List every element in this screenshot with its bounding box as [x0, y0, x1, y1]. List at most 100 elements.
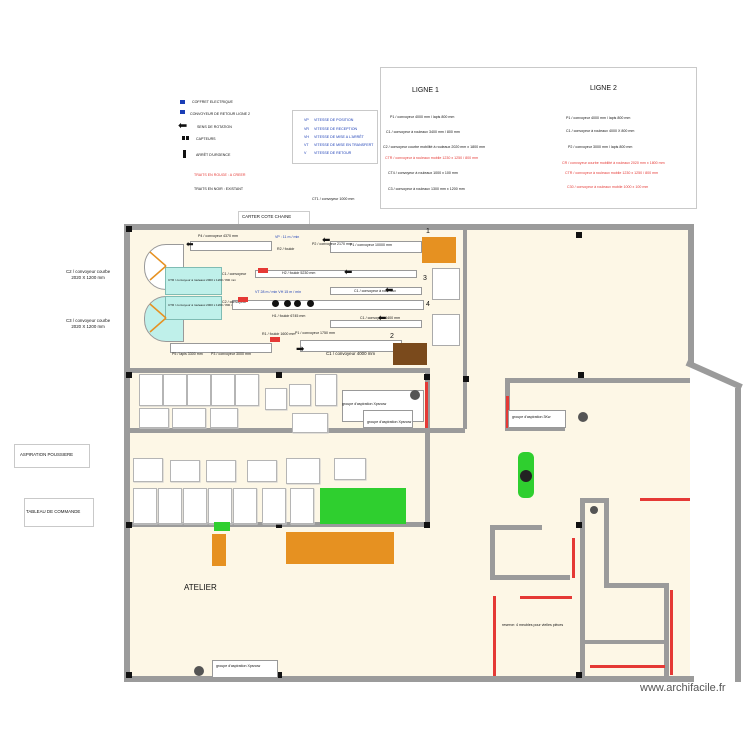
ligne2-item: C1 / convoyeur à rouleaux 4000 X 800 mm: [566, 129, 635, 133]
workbench: [235, 374, 259, 406]
arrow-left-icon: ⬅: [322, 235, 331, 246]
new-wall: [520, 596, 572, 599]
line-number: 2: [390, 333, 394, 340]
conveyor-h1: [232, 300, 424, 310]
new-wall: [640, 498, 690, 501]
ligne1-item: P1 / convoyeur 4000 mm / lapis 800 mm: [390, 115, 455, 119]
conveyor-h2: [255, 270, 417, 278]
wall-production-bottom: [129, 368, 429, 373]
vehicle-wheel: [520, 470, 532, 482]
wall-lower-office: [490, 575, 570, 580]
abbrev-label: VITESSE DE RETOUR: [314, 151, 352, 155]
wall-storage: [580, 640, 668, 644]
ligne2-item: C30 / convoyeur à rouleaux mobile 1000 x…: [567, 185, 649, 189]
green-small-block: [214, 522, 230, 531]
wall-office-horizontal: [580, 498, 608, 503]
pillar: [126, 226, 132, 232]
sensor-icon: [284, 300, 291, 307]
p4-label: P4 / convoyeur 4370 mm: [198, 234, 238, 238]
workbench: [292, 413, 328, 433]
outer-wall-bottom: [124, 676, 694, 682]
aspiration-box: [14, 444, 90, 468]
legend-item-label: SENS DE ROTATION: [197, 125, 232, 129]
groupe1-label: groupe d'aspiration Xpsnow: [342, 402, 387, 406]
conveyor-c1-mid: [330, 287, 422, 295]
pillar: [276, 372, 282, 378]
outer-wall-left: [124, 224, 130, 680]
vp-speed-label: VP : 11 m / min: [275, 235, 300, 239]
r2-label: R2 / fouloir: [277, 247, 295, 251]
abbrev-code: VR: [304, 127, 309, 131]
pillar: [276, 522, 282, 528]
teal-roller-area-1: [165, 267, 222, 295]
aspiration-unit: [508, 410, 566, 428]
pillar: [424, 374, 430, 380]
new-wall: [506, 396, 509, 428]
wall-diag-office-2: [490, 527, 495, 577]
emergency-stop-icon: [183, 150, 186, 158]
p1-bottom-label: P1 / convoyeur 1750 mm: [295, 331, 335, 335]
h2-label: H2 / fouloir 5230 mm: [282, 271, 316, 275]
sensor-icon: [186, 136, 189, 140]
wall-office-right-vert: [604, 498, 609, 588]
wall-vertical-right: [463, 229, 467, 429]
reserve-label: reserve: 4 meubles pour vielles pièces: [502, 623, 564, 627]
legend-red-note: TRAITS EN ROUGE : A CREER: [194, 173, 246, 177]
new-wall: [425, 382, 428, 428]
ligne2-item: CTR / convoyeur à rouleaux mobile 1230 x…: [565, 171, 659, 175]
workbench: [289, 384, 311, 406]
workbench: [158, 488, 182, 524]
pillar: [578, 372, 584, 378]
watermark: www.archifacile.fr: [640, 682, 726, 694]
workbench: [139, 408, 169, 428]
pallet-rack-3: [432, 268, 460, 300]
sensor-icon: [182, 136, 185, 140]
legend-item-label: CAPTEURS: [196, 137, 216, 141]
workbench: [139, 374, 163, 406]
red-box: [238, 297, 248, 302]
aspiration-fan-icon: [194, 666, 204, 676]
red-box: [258, 268, 268, 273]
c1-mid-label: C1 / convoyeur à rouleaux: [354, 289, 396, 293]
aspiration-fan-icon: [410, 390, 420, 400]
p5-label: P5 / lapis 3300 mm: [172, 352, 203, 356]
c1-bottom-label: C1 / convoyeur 4000 mm: [326, 351, 376, 356]
legend-black-note: TRAITS EN NOIR : EXISTANT: [194, 187, 244, 191]
ligne2-item: CR / convoyeur courbe mobilité à rouleau…: [562, 161, 665, 165]
electric-box-icon: [180, 100, 185, 104]
pillar: [126, 522, 132, 528]
ligne1-item: C2 / convoyeur courbe mobilité à rouleau…: [383, 145, 486, 149]
c1b-label: C1 / convoyeur 4400 mm: [360, 316, 401, 320]
new-wall: [590, 665, 665, 668]
line-number: 1: [426, 228, 430, 235]
pillar: [576, 522, 582, 528]
arrow-left-icon: ⬅: [378, 313, 387, 324]
p1-top-label: P1 / convoyeur 10000 mm: [350, 243, 392, 247]
pillar: [126, 372, 132, 378]
wall-wc: [664, 583, 669, 677]
arrow-right-icon: ➡: [296, 344, 305, 355]
ligne1-item: CT4 / convoyeur à rouleaux 1000 x 100 mm: [388, 171, 458, 175]
new-wall: [572, 538, 575, 578]
ligne1-title: LIGNE 1: [412, 87, 439, 94]
wall-office-vertical: [580, 500, 585, 678]
workbench: [206, 460, 236, 482]
red-box: [270, 337, 280, 342]
sensor-icon: [272, 300, 279, 307]
pillar: [276, 672, 282, 678]
c2-small-label: C2 / convoyeur: [222, 300, 247, 304]
ctr2-label: CTR / convoyeur à rouleaux 2000 x 1200 /…: [168, 303, 237, 307]
pillar: [424, 522, 430, 528]
new-wall: [670, 590, 673, 675]
line-number: 4: [426, 301, 430, 308]
teal-roller-area-2: [165, 296, 222, 320]
pallet-rack-4: [432, 314, 460, 346]
machine-brown: [393, 343, 427, 365]
abbrev-code: V: [304, 151, 307, 155]
workbench: [133, 458, 163, 482]
curved-conveyor-lines: [149, 251, 167, 333]
machine-orange-top: [422, 237, 456, 263]
workbench: [334, 458, 366, 480]
legend-item-label: ARRÊT D'URGENCE: [196, 153, 231, 157]
p2-label: P2 / convoyeur 2170 mm: [312, 242, 352, 246]
